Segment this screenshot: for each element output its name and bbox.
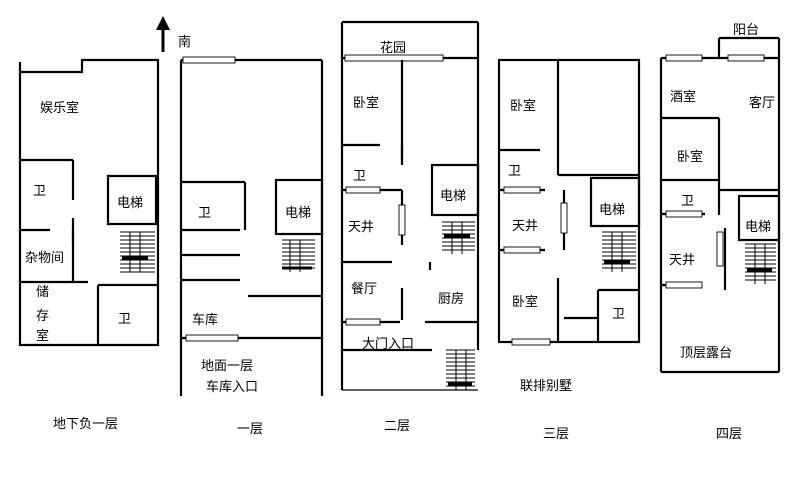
fourth-stairs xyxy=(745,243,776,284)
basement-storage-room: 杂物间 xyxy=(25,251,64,266)
first-elevator: 电梯 xyxy=(285,206,311,221)
third-bath-2: 卫 xyxy=(612,307,625,322)
third-courtyard: 天井 xyxy=(512,219,538,234)
second-garden: 花园 xyxy=(380,40,406,56)
second-dining: 餐厅 xyxy=(351,281,377,297)
basement-store-3: 室 xyxy=(36,328,49,344)
first-stairs xyxy=(282,239,315,272)
fourth-bath: 卫 xyxy=(681,194,694,209)
plan-fourth-floor: 阳台 酒室 客厅 卧室 卫 天井 电梯 顶层露台 四层 xyxy=(659,23,781,442)
basement-bath-2: 卫 xyxy=(118,312,131,327)
caption-fourth: 四层 xyxy=(716,427,742,442)
basement-stairs xyxy=(120,231,155,273)
first-note-garage-entry: 车库入口 xyxy=(206,379,258,395)
second-bath: 卫 xyxy=(353,169,366,184)
fourth-living-room: 客厅 xyxy=(749,95,775,111)
fourth-elevator: 电梯 xyxy=(745,220,771,235)
first-note-ground-floor: 地面一层 xyxy=(201,359,253,374)
third-bedroom: 卧室 xyxy=(510,98,536,114)
plan-first-floor: 卫 电梯 车库 地面一层 车库入口 一层 xyxy=(179,56,324,437)
compass-label: 南 xyxy=(178,34,191,50)
second-courtyard: 天井 xyxy=(348,220,374,235)
basement-bath: 卫 xyxy=(33,184,46,199)
third-note-type: 联排别墅 xyxy=(520,379,572,394)
caption-first: 一层 xyxy=(237,422,263,437)
basement-outer-wall xyxy=(18,58,160,347)
fourth-bedroom: 卧室 xyxy=(677,149,703,165)
second-note-main-entry: 大门入口 xyxy=(362,337,414,352)
second-stairs-entry xyxy=(446,349,475,390)
second-stairs-upper xyxy=(442,221,475,254)
fourth-bar-room: 酒室 xyxy=(670,89,696,105)
caption-third: 三层 xyxy=(543,427,569,442)
fourth-balcony: 阳台 xyxy=(733,23,759,38)
third-stairs xyxy=(602,231,636,272)
fourth-top-terrace: 顶层露台 xyxy=(680,346,732,361)
north-arrow-head xyxy=(156,16,170,30)
compass: 南 xyxy=(156,16,191,52)
third-elevator: 电梯 xyxy=(599,203,625,218)
plan-basement: 娱乐室 卫 电梯 杂物间 储 存 室 卫 地下负一层 xyxy=(18,58,160,432)
caption-second: 二层 xyxy=(384,419,410,434)
second-kitchen: 厨房 xyxy=(438,291,464,307)
second-elevator: 电梯 xyxy=(440,189,466,204)
basement-store-2: 存 xyxy=(36,309,49,324)
caption-basement: 地下负一层 xyxy=(53,417,118,432)
first-garage: 车库 xyxy=(192,312,218,328)
basement-store-1: 储 xyxy=(36,285,49,300)
plan-third-floor: 卧室 卫 天井 电梯 卧室 卫 联排别墅 三层 xyxy=(497,58,641,442)
first-bath: 卫 xyxy=(198,206,211,221)
third-bedroom-2: 卧室 xyxy=(512,294,538,310)
fourth-courtyard: 天井 xyxy=(669,253,695,268)
basement-entertainment-room: 娱乐室 xyxy=(40,100,79,116)
second-bedroom: 卧室 xyxy=(353,95,379,111)
basement-elevator: 电梯 xyxy=(117,196,143,211)
third-bath: 卫 xyxy=(508,164,521,179)
plan-second-floor: 花园 卧室 卫 天井 电梯 餐厅 厨房 大门入口 二层 xyxy=(340,20,480,434)
